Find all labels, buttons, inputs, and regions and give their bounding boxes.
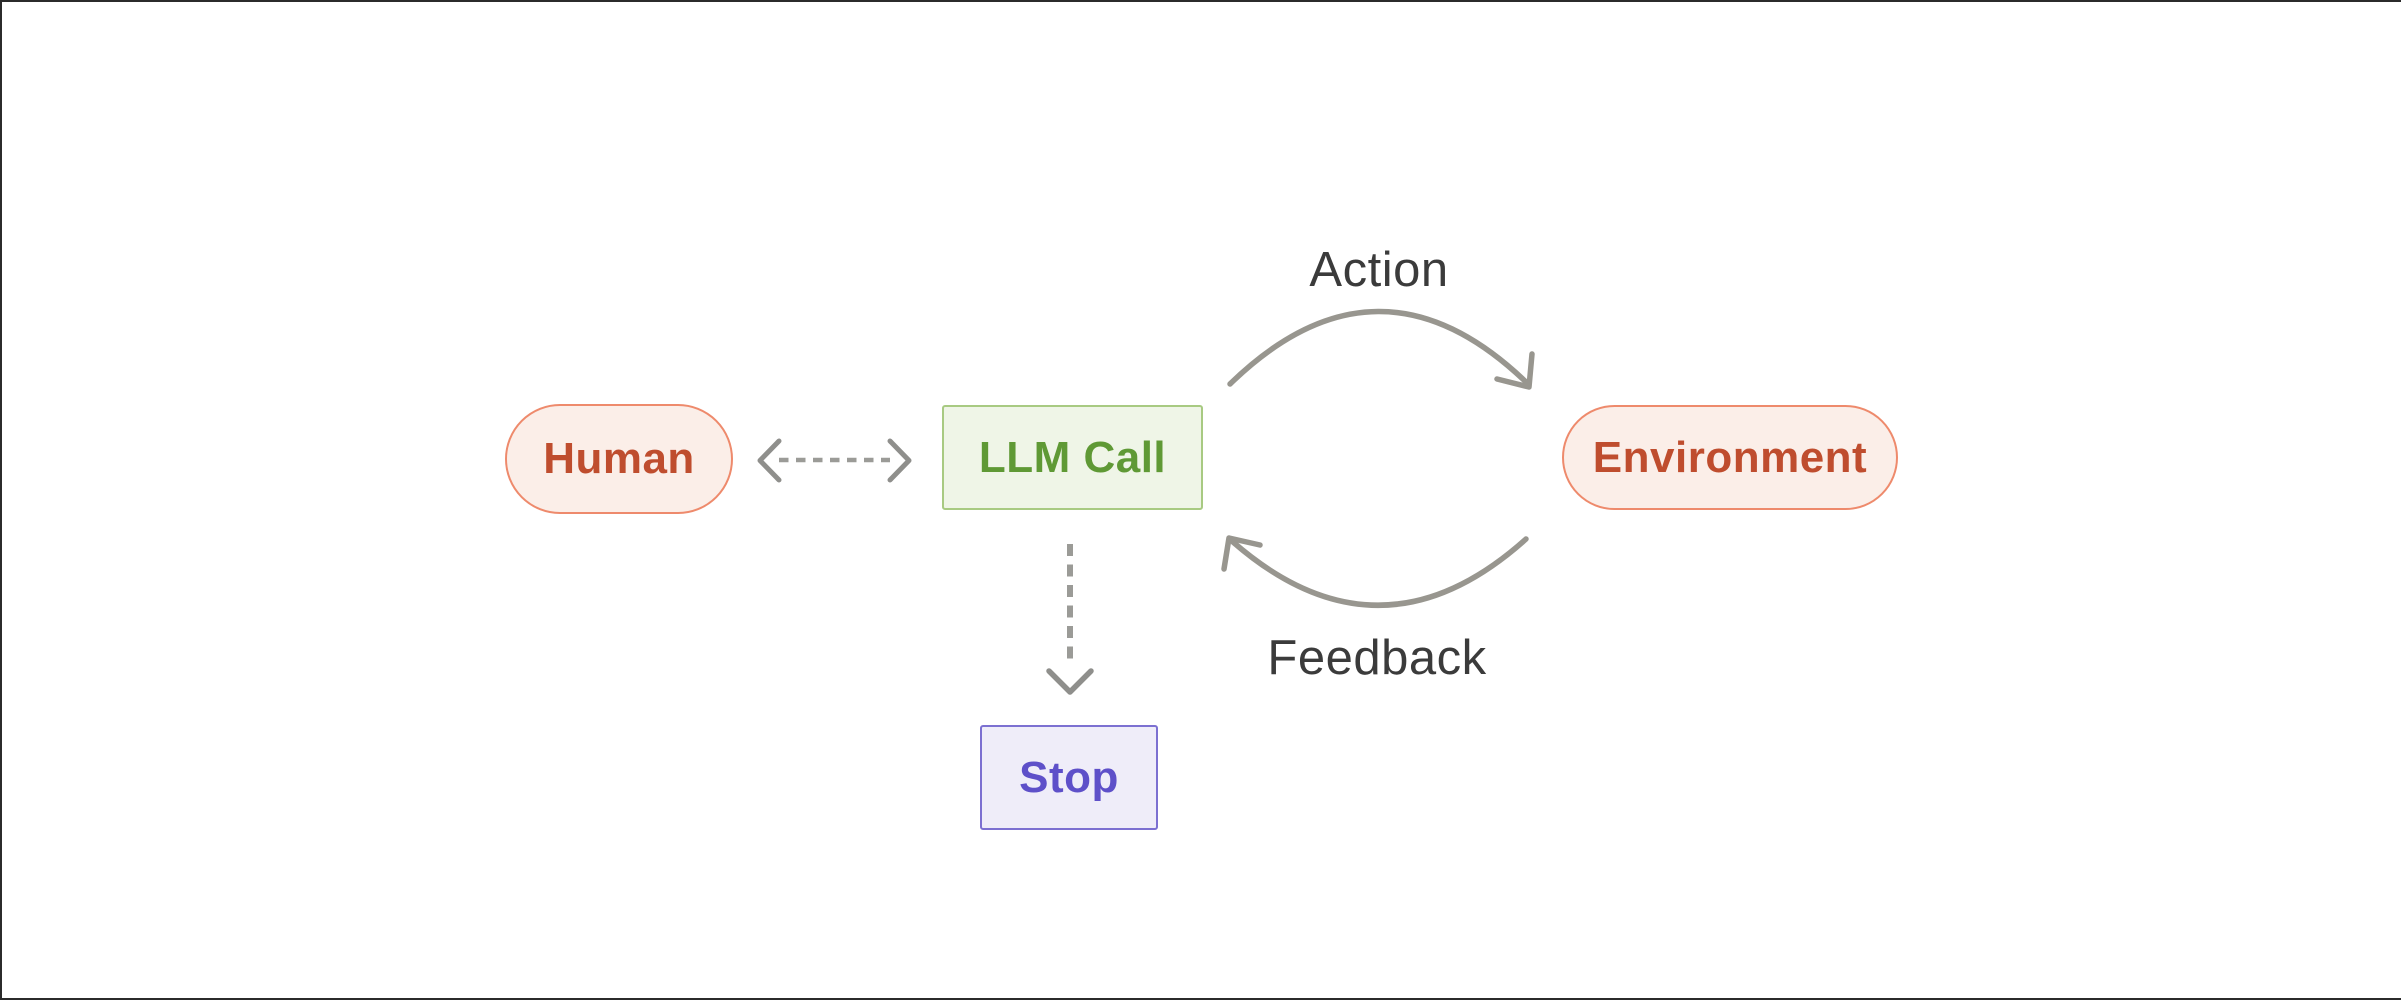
node-stop: Stop <box>980 725 1158 830</box>
node-human: Human <box>505 404 733 514</box>
node-stop-label: Stop <box>1019 752 1119 802</box>
frame-border-top <box>0 0 2401 2</box>
node-llm-call-label: LLM Call <box>978 432 1167 482</box>
frame-border-left <box>0 0 2 1000</box>
feedback-curved-arrow-icon <box>1221 535 1529 608</box>
node-environment: Environment <box>1562 405 1898 510</box>
human-llm-dashed-bidirectional-arrow-icon <box>757 438 912 483</box>
node-human-label: Human <box>543 434 695 483</box>
edge-label-feedback: Feedback <box>1267 631 1487 685</box>
node-llm-call: LLM Call <box>942 405 1203 510</box>
edge-label-action: Action <box>1309 243 1449 297</box>
node-environment-label: Environment <box>1592 432 1868 482</box>
frame-border-bottom <box>0 998 2401 1000</box>
llm-stop-dashed-arrow-icon <box>1046 544 1094 695</box>
action-curved-arrow-icon <box>1227 308 1535 390</box>
